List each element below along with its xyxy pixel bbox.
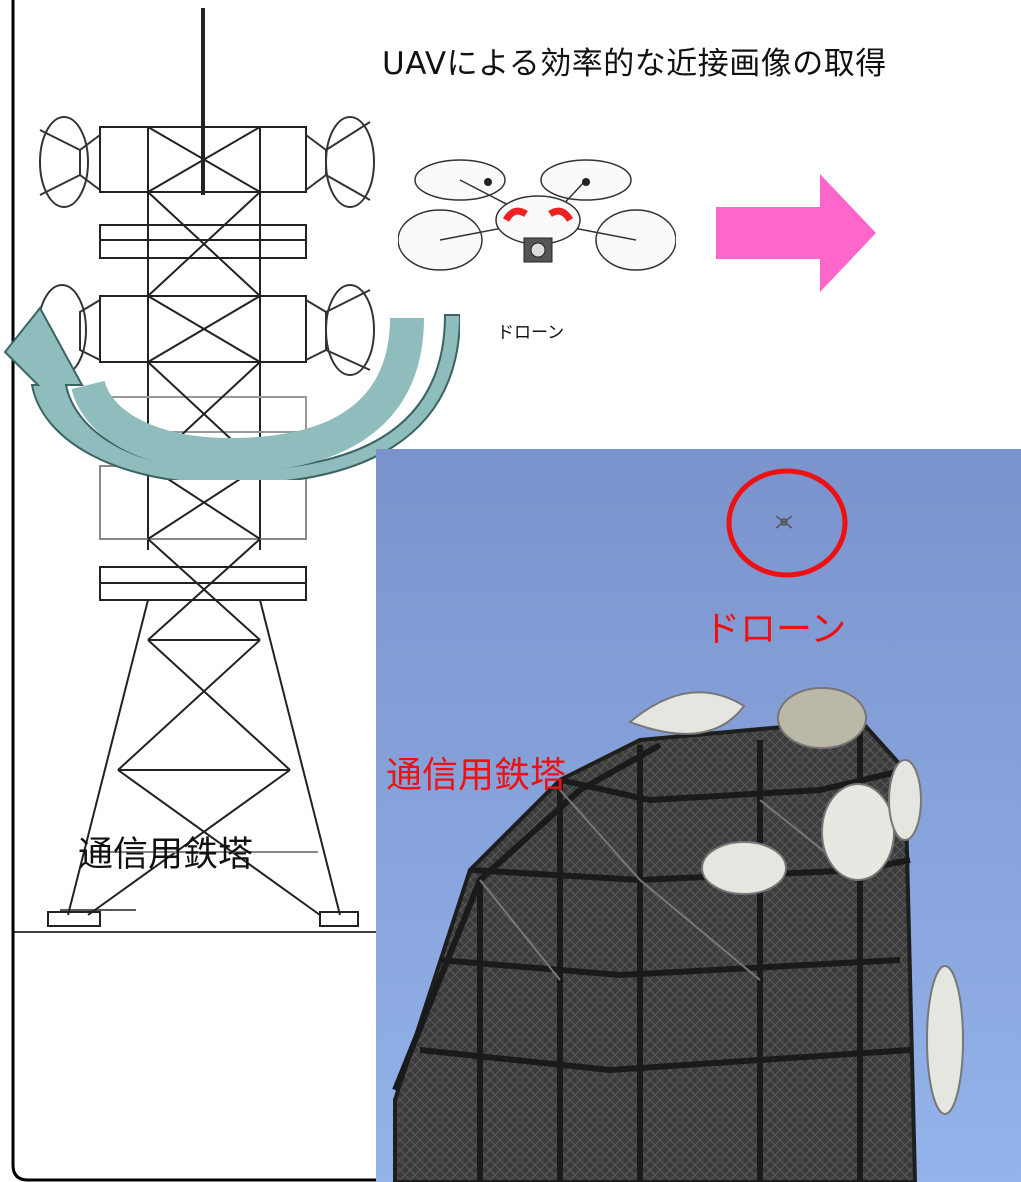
tower-drawing [37, 8, 375, 927]
drone-icon [398, 159, 676, 271]
tower-photo [376, 449, 1021, 1182]
highlight-circle-icon [726, 468, 848, 578]
photo-tower-label: 通信用鉄塔 [386, 755, 567, 796]
photo-drone-label: ドローン [704, 609, 847, 650]
diagram-title: UAVによる効率的な近接画像の取得 [382, 46, 887, 82]
drone-caption: ドローン [497, 323, 565, 343]
curved-arrow-icon [3, 306, 460, 480]
right-arrow-icon [716, 174, 876, 292]
tower-caption: 通信用鉄塔 [78, 835, 254, 875]
